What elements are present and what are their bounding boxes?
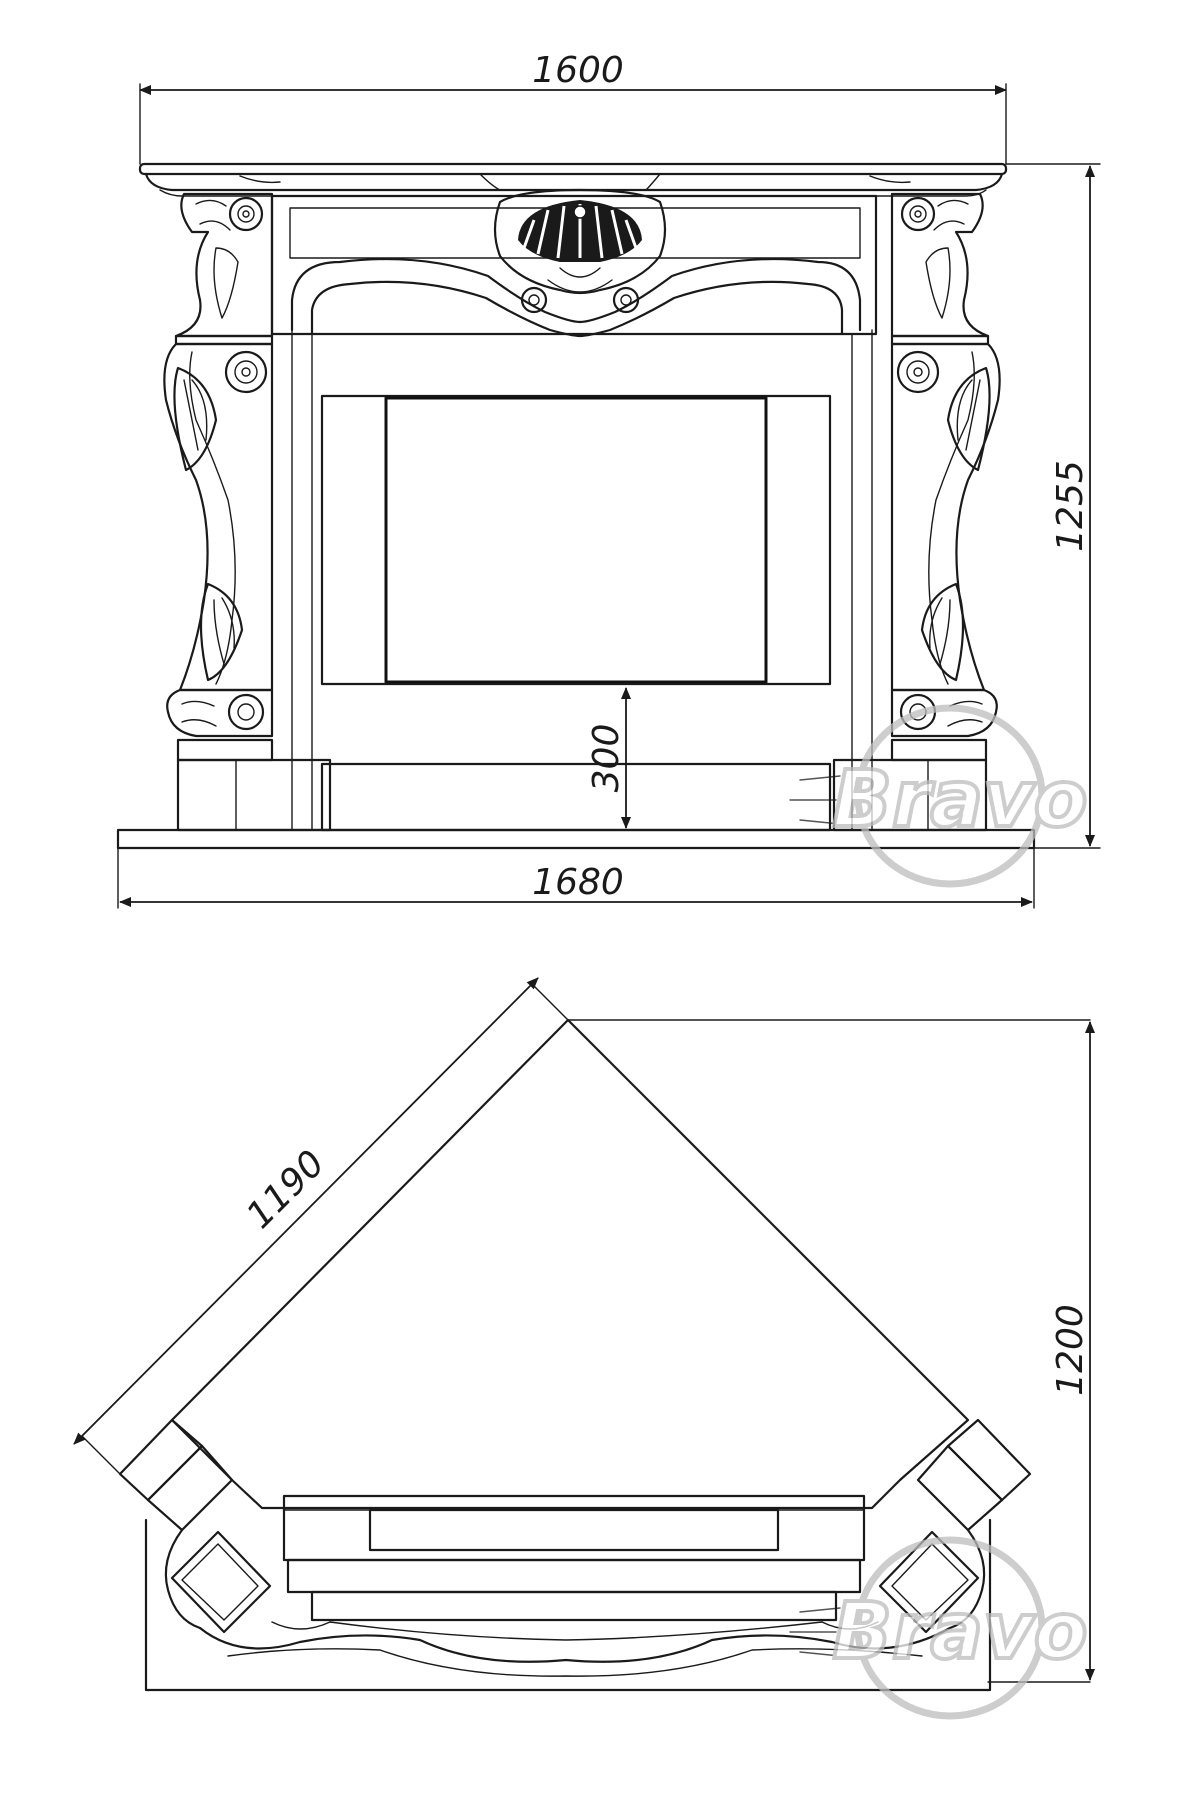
firebox-top xyxy=(282,1494,866,1622)
firebox-offset-dimension: 300 xyxy=(586,687,631,829)
watermark-logo-top: Bravo xyxy=(789,704,1090,888)
watermark-text-bottom: Bravo xyxy=(833,1587,1088,1677)
firebox-offset-label: 300 xyxy=(586,724,627,793)
side-length-dimension: 1190 xyxy=(73,977,569,1475)
base-width-label: 1680 xyxy=(532,862,624,903)
watermark-logo-bottom: Bravo xyxy=(789,1536,1090,1720)
watermark-text-top: Bravo xyxy=(833,755,1088,845)
width-dimension: 1600 xyxy=(139,50,1007,165)
left-column xyxy=(163,192,332,832)
top-view: 1190 1200 xyxy=(73,977,1095,1692)
base-width-dimension: 1680 xyxy=(117,847,1035,909)
side-length-label: 1190 xyxy=(239,1143,333,1237)
shell-ornament xyxy=(493,188,667,314)
left-corner-block xyxy=(118,1418,272,1634)
right-corner-block xyxy=(878,1418,1032,1634)
front-view: 1600 xyxy=(116,50,1101,909)
right-column xyxy=(832,192,1001,832)
firebox xyxy=(320,394,832,832)
depth-dimension: 1200 xyxy=(1050,1021,1095,1681)
front-outline xyxy=(144,1518,992,1692)
depth-label: 1200 xyxy=(1050,1304,1091,1396)
height-dimension-label: 1255 xyxy=(1050,460,1091,552)
mantel-shelf xyxy=(138,162,1008,197)
height-dimension: 1255 xyxy=(1005,163,1101,849)
width-dimension-label: 1600 xyxy=(532,50,624,91)
